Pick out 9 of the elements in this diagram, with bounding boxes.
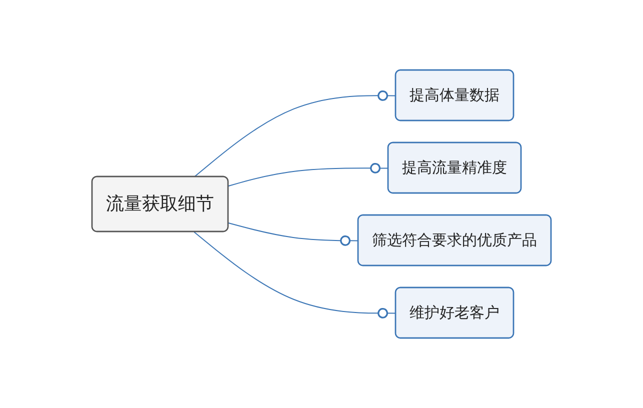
subtopic-box: 提高体量数据 bbox=[394, 69, 514, 122]
subtopic-box: 筛选符合要求的优质产品 bbox=[357, 214, 552, 266]
subtopic-box: 提高流量精准度 bbox=[387, 142, 522, 194]
branch-connector bbox=[228, 162, 389, 186]
branch-connector bbox=[194, 232, 396, 318]
subtopic-box: 维护好老客户 bbox=[394, 286, 514, 339]
central-topic: 流量获取细节 bbox=[91, 176, 229, 232]
branch-connector bbox=[228, 222, 359, 246]
branch-connector bbox=[194, 90, 396, 178]
